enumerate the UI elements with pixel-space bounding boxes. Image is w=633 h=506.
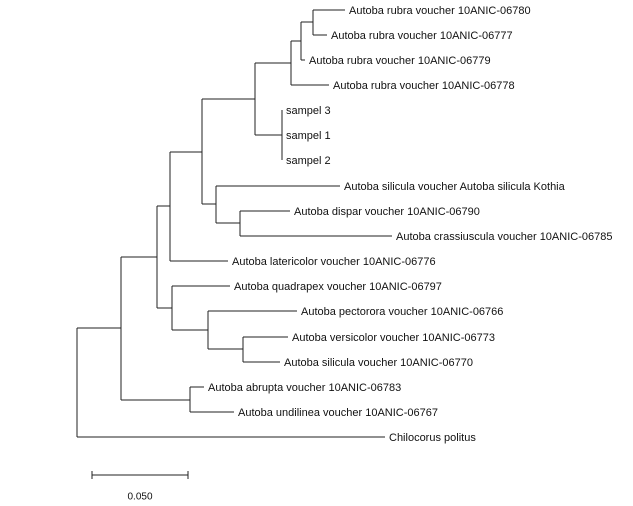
leaf-label: Autoba silicula voucher 10ANIC-06770 bbox=[284, 357, 473, 369]
leaf-label: Autoba versicolor voucher 10ANIC-06773 bbox=[292, 332, 495, 344]
leaf-label: sampel 1 bbox=[286, 130, 331, 142]
leaf-label: Autoba rubra voucher 10ANIC-06779 bbox=[309, 55, 491, 67]
leaf-label: Autoba rubra voucher 10ANIC-06777 bbox=[331, 30, 513, 42]
leaf-label: Autoba pectorora voucher 10ANIC-06766 bbox=[301, 306, 503, 318]
leaf-labels: Autoba rubra voucher 10ANIC-06780Autoba … bbox=[208, 5, 612, 444]
leaf-label: Autoba crassiuscula voucher 10ANIC-06785 bbox=[396, 231, 612, 243]
leaf-label: Autoba quadrapex voucher 10ANIC-06797 bbox=[234, 281, 442, 293]
leaf-label: Chilocorus politus bbox=[389, 432, 476, 444]
leaf-label: Autoba dispar voucher 10ANIC-06790 bbox=[294, 206, 480, 218]
leaf-label: Autoba latericolor voucher 10ANIC-06776 bbox=[232, 256, 436, 268]
leaf-label: Autoba rubra voucher 10ANIC-06778 bbox=[333, 80, 515, 92]
leaf-label: sampel 2 bbox=[286, 155, 331, 167]
leaf-label: Autoba silicula voucher Autoba silicula … bbox=[344, 181, 566, 193]
scale-bar: 0.050 bbox=[91, 471, 189, 503]
leaf-label: sampel 3 bbox=[286, 105, 331, 117]
scale-bar-label: 0.050 bbox=[127, 492, 152, 503]
leaf-label: Autoba undilinea voucher 10ANIC-06767 bbox=[238, 407, 438, 419]
leaf-label: Autoba abrupta voucher 10ANIC-06783 bbox=[208, 382, 401, 394]
leaf-label: Autoba rubra voucher 10ANIC-06780 bbox=[349, 5, 531, 17]
branches bbox=[76, 9, 392, 438]
